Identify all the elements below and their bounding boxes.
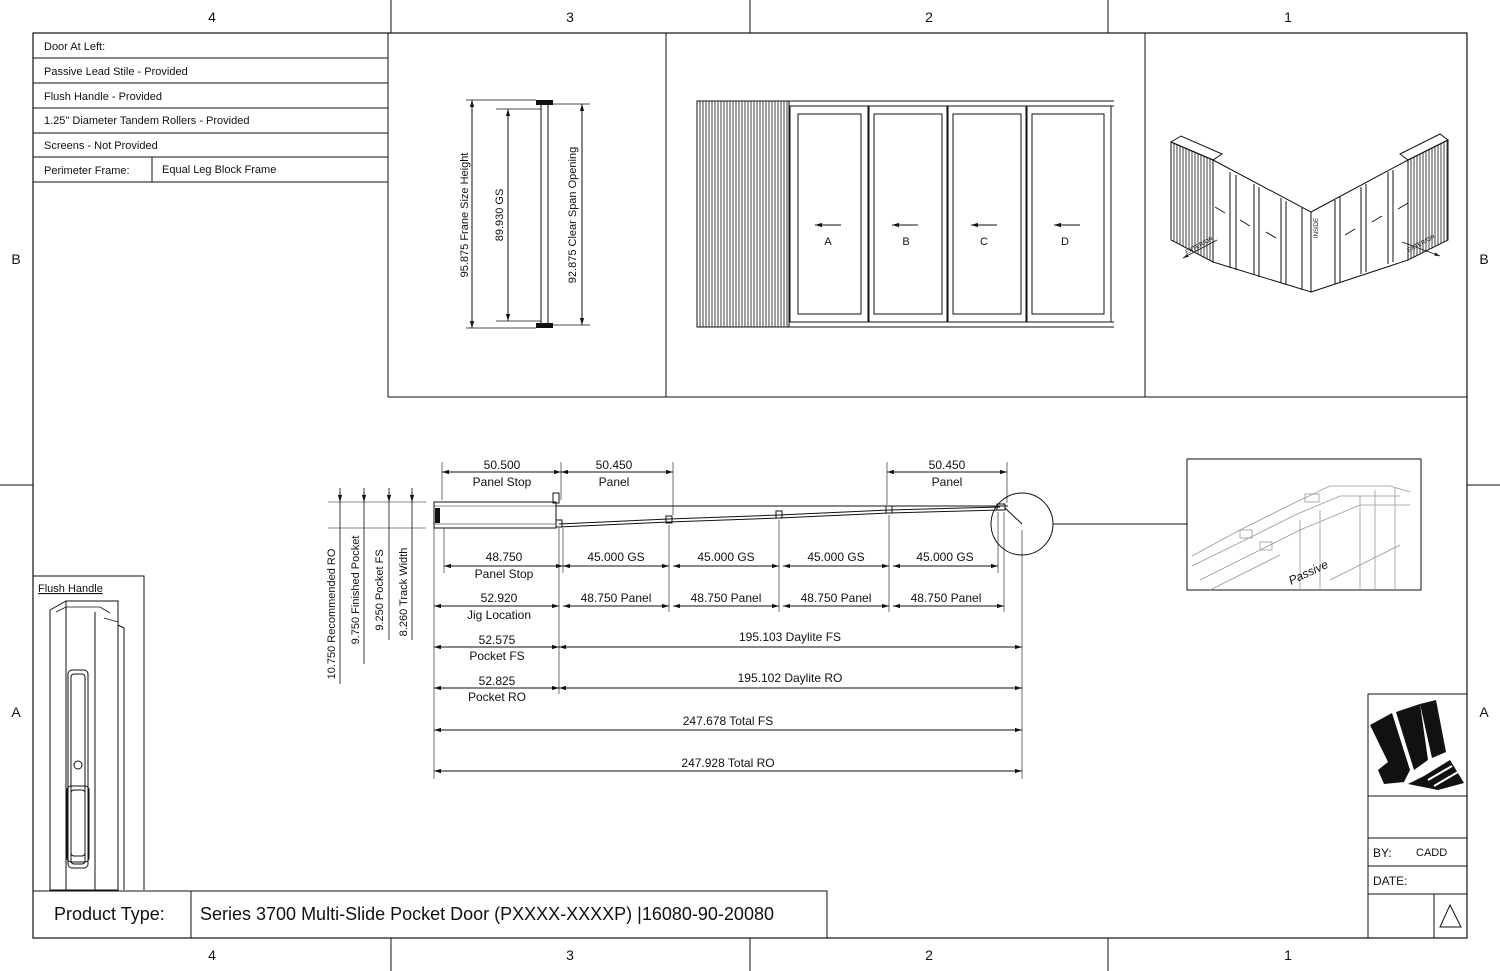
by-label: BY: — [1373, 846, 1392, 860]
dim-pocket-fs-label: Pocket FS — [469, 649, 524, 663]
dim-recommended-ro: 10.750 Recommended RO — [326, 548, 338, 679]
dim-pocket-ro-value: 52.825 — [479, 674, 516, 688]
iso-inside-label: INSIDE — [1314, 218, 1320, 238]
zone-right-a: A — [1479, 704, 1489, 720]
dim-row2-panel-4: 48.750 Panel — [911, 591, 982, 605]
zone-left-b: B — [11, 251, 20, 267]
dim-track-width: 8.260 Track Width — [398, 548, 410, 637]
spec-frame-value: Equal Leg Block Frame — [162, 164, 276, 176]
dim-top-panel-right-label: Panel — [932, 475, 963, 489]
spec-row-flush-handle: Flush Handle - Provided — [44, 91, 162, 103]
flush-handle-detail: Flush Handle — [33, 575, 145, 891]
title-block: Product Type: Series 3700 Multi-Slide Po… — [33, 890, 828, 938]
dim-clear-span: 92.875 Clear Span Opening — [567, 147, 579, 283]
spec-row-door-at-left: Door At Left: — [44, 41, 105, 53]
panel-label-d: D — [1061, 236, 1069, 248]
company-logo — [1370, 700, 1464, 790]
zone-bottom-1: 1 — [1284, 947, 1292, 963]
dim-gs-height: 89.930 GS — [494, 189, 506, 242]
spec-row-screens: Screens - Not Provided — [44, 140, 158, 152]
dim-row2-panel-2: 48.750 Panel — [691, 591, 762, 605]
zone-left-a: A — [11, 704, 21, 720]
dim-pocket-fs: 9.250 Pocket FS — [374, 549, 386, 630]
elevation-view: A B C D — [696, 100, 1114, 328]
passive-detail: Passive — [1186, 458, 1422, 591]
dim-top-panel-right-value: 50.450 — [929, 458, 966, 472]
dim-top-panel-value: 50.450 — [596, 458, 633, 472]
zone-top-4: 4 — [208, 9, 216, 25]
dim-row2-jig-label: Jig Location — [467, 608, 531, 622]
dim-total-ro: 247.928 Total RO — [681, 756, 774, 770]
zone-top-3: 3 — [566, 9, 574, 25]
dim-frame-size-height: 95.875 Frane Size Height — [459, 153, 471, 278]
dim-top-panel-stop-label: Panel Stop — [473, 475, 532, 489]
panel-label-c: C — [980, 236, 988, 248]
company-block: BY: CADD DATE: — [1367, 693, 1467, 938]
dim-row1-panel-stop-label: Panel Stop — [475, 567, 534, 581]
zone-bottom-2: 2 — [925, 947, 933, 963]
dim-row1-gs-4: 45.000 GS — [916, 550, 973, 564]
dim-row1-gs-2: 45.000 GS — [697, 550, 754, 564]
zone-bottom-3: 3 — [566, 947, 574, 963]
dim-row1-gs-3: 45.000 GS — [807, 550, 864, 564]
isometric-view: INSIDE EXTERIOR EXTERIOR — [1169, 133, 1449, 293]
panel-label-a: A — [824, 236, 832, 248]
plan-view: 50.500 Panel Stop 50.450 Panel 50.450 Pa… — [326, 458, 1187, 779]
dim-pocket-fs-value: 52.575 — [479, 633, 516, 647]
dim-daylite-fs: 195.103 Daylite FS — [739, 630, 841, 644]
flush-handle-title: Flush Handle — [38, 583, 103, 595]
product-type-label: Product Type: — [54, 904, 165, 924]
dim-row2-jig-value: 52.920 — [481, 591, 518, 605]
spec-frame-label: Perimeter Frame: — [44, 165, 130, 177]
zone-bottom-4: 4 — [208, 947, 216, 963]
dim-top-panel-label: Panel — [599, 475, 630, 489]
dim-pocket-ro-label: Pocket RO — [468, 690, 526, 704]
product-type-value: Series 3700 Multi-Slide Pocket Door (PXX… — [200, 904, 774, 924]
dim-row1-gs-1: 45.000 GS — [587, 550, 644, 564]
zone-labels: 4 3 2 1 4 3 2 1 B A B A — [11, 9, 1489, 963]
date-label: DATE: — [1373, 874, 1407, 888]
dim-daylite-ro: 195.102 Daylite RO — [738, 671, 843, 685]
zone-top-1: 1 — [1284, 9, 1292, 25]
zone-top-2: 2 — [925, 9, 933, 25]
side-section-view: 95.875 Frane Size Height 89.930 GS 92.87… — [459, 99, 590, 329]
dim-total-fs: 247.678 Total FS — [683, 714, 774, 728]
spec-table: Door At Left: Passive Lead Stile - Provi… — [33, 41, 388, 183]
view-frames — [387, 33, 1467, 398]
zone-right-b: B — [1479, 251, 1488, 267]
spec-row-rollers: 1.25" Diameter Tandem Rollers - Provided — [44, 115, 249, 127]
revision-triangle-icon — [1439, 903, 1462, 928]
spec-row-passive-stile: Passive Lead Stile - Provided — [44, 66, 188, 78]
dim-finished-pocket: 9.750 Finished Pocket — [350, 536, 362, 645]
dim-row1-panel-stop-value: 48.750 — [486, 550, 523, 564]
dim-row2-panel-1: 48.750 Panel — [581, 591, 652, 605]
passive-label: Passive — [1286, 557, 1330, 588]
panel-label-b: B — [902, 236, 909, 248]
dim-row2-panel-3: 48.750 Panel — [801, 591, 872, 605]
dim-top-panel-stop-value: 50.500 — [484, 458, 521, 472]
by-value: CADD — [1416, 847, 1447, 859]
